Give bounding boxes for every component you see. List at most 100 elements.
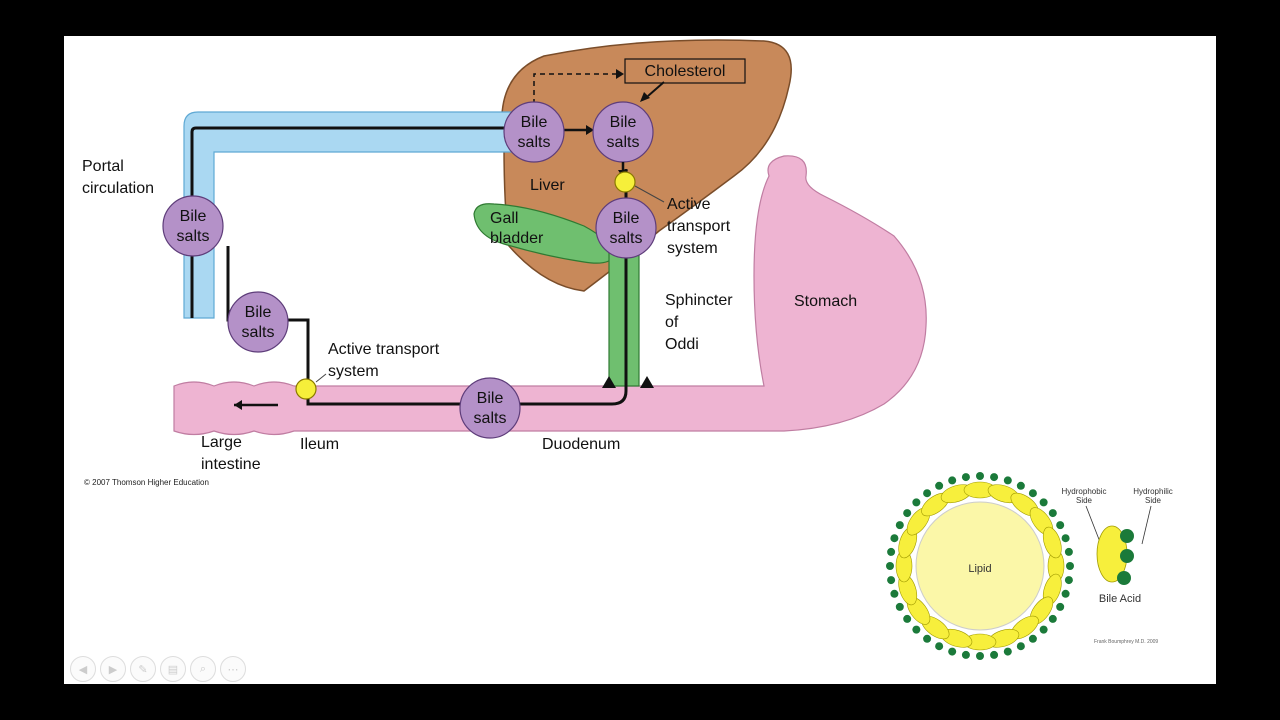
- intestine: [173, 155, 927, 436]
- slide-controls: ◀▶✎▤⌕⋯: [70, 656, 246, 682]
- portal-label-1: Portal: [82, 158, 124, 175]
- micelle-credit: Frank Boumphrey M.D. 2009: [1094, 639, 1158, 645]
- svg-text:salts: salts: [242, 324, 275, 341]
- active-top-3: system: [667, 240, 718, 257]
- micelle: [886, 472, 1074, 660]
- micelle-hydrophilic-head: [1064, 576, 1073, 585]
- micelle-hydrophilic-head: [887, 576, 896, 585]
- micelle-hydrophilic-head: [1061, 589, 1070, 598]
- micelle-hydrophilic-head: [886, 562, 894, 570]
- bile-duct: [608, 245, 640, 387]
- micelle-lipid-core: [915, 501, 1045, 631]
- cholesterol-box: [624, 58, 746, 84]
- micelle-hydrophilic-head: [912, 498, 921, 507]
- micelle-hydrophilic-head: [961, 650, 970, 659]
- micelle-hydrophilic-head: [1028, 489, 1037, 498]
- micelle-hydrophilic-head: [935, 481, 944, 490]
- bile-acid-label: Bile Acid: [1099, 593, 1141, 605]
- micelle-hydrophilic-head: [1061, 534, 1070, 543]
- micelle-hydrophilic-head: [895, 602, 904, 611]
- active-top-1: Active: [667, 196, 711, 213]
- transport-dot-ileum: [295, 378, 317, 400]
- micelle-lipid-label: Lipid: [968, 563, 991, 575]
- micelle-hydrophilic-head: [1003, 476, 1012, 485]
- micelle-bile-acid-tail: [1042, 526, 1062, 559]
- svg-text:salts: salts: [177, 228, 210, 245]
- micelle-hydrophilic-head: [912, 625, 921, 634]
- hydrophobic-label-1: Hydrophobic: [1062, 487, 1107, 496]
- duodenum-label: Duodenum: [542, 436, 620, 453]
- micelle-hydrophilic-head: [1039, 498, 1048, 507]
- micelle-hydrophilic-head: [1003, 647, 1012, 656]
- sphincter-right: [640, 376, 654, 388]
- svg-text:Bile: Bile: [610, 114, 637, 131]
- large-intestine-2: intestine: [201, 456, 261, 473]
- transport-dot-liver: [614, 171, 636, 193]
- bile-salts-gall: Bile salts: [595, 197, 657, 259]
- micelle-hydrophilic-head: [948, 647, 957, 656]
- arrow-cholesterol: [647, 81, 665, 97]
- micelle-hydrophilic-head: [976, 472, 984, 480]
- bile-salts-liver-2: Bile salts: [592, 101, 654, 163]
- svg-text:Bile: Bile: [521, 114, 548, 131]
- micelle-hydrophilic-head: [890, 589, 899, 598]
- micelle-hydrophilic-head: [887, 547, 896, 556]
- bile-salts-duodenum: Bile salts: [459, 377, 521, 439]
- sphincter-3: Oddi: [665, 336, 699, 353]
- slide-control-4[interactable]: ⌕: [190, 656, 216, 682]
- micelle-hydrophilic-head: [1048, 614, 1057, 623]
- slide-control-2[interactable]: ✎: [130, 656, 156, 682]
- sphincter-1: Sphincter: [665, 292, 733, 309]
- large-intestine-1: Large: [201, 434, 242, 451]
- hydrophobic-label-2: Side: [1076, 496, 1093, 505]
- stomach-label: Stomach: [794, 293, 857, 310]
- micelle-hydrophilic-head: [990, 473, 999, 482]
- svg-text:Bile: Bile: [477, 390, 504, 407]
- bile-salts-liver-1: Bile salts: [503, 101, 565, 163]
- svg-text:Bile: Bile: [613, 210, 640, 227]
- micelle-hydrophilic-head: [1028, 634, 1037, 643]
- micelle-hydrophilic-head: [990, 650, 999, 659]
- micelle-hydrophilic-head: [1016, 642, 1025, 651]
- slide: Cholesterol Bile salts Bile salts Bile s…: [64, 36, 1216, 684]
- gall-label-1: Gall: [490, 210, 518, 227]
- hydrophilic-label-1: Hydrophilic: [1133, 487, 1173, 496]
- micelle-hydrophilic-head: [895, 521, 904, 530]
- svg-text:salts: salts: [474, 410, 507, 427]
- micelle-hydrophilic-head: [1056, 521, 1065, 530]
- dashed-arrow: [533, 73, 618, 104]
- bile-salts-portal: Bile salts: [162, 195, 224, 257]
- slide-control-1[interactable]: ▶: [100, 656, 126, 682]
- slide-control-5[interactable]: ⋯: [220, 656, 246, 682]
- sphincter-left: [602, 376, 616, 388]
- svg-text:salts: salts: [610, 230, 643, 247]
- hydrophilic-label-2: Side: [1145, 496, 1162, 505]
- micelle-hydrophilic-head: [1039, 625, 1048, 634]
- micelle-hydrophilic-head: [961, 473, 970, 482]
- bile-flow-path: [190, 126, 504, 318]
- active-bottom-2: system: [328, 363, 379, 380]
- micelle-hydrophilic-head: [1064, 547, 1073, 556]
- svg-text:salts: salts: [518, 134, 551, 151]
- active-top-2: transport: [667, 218, 731, 235]
- micelle-hydrophilic-head: [1066, 562, 1074, 570]
- slide-control-0[interactable]: ◀: [70, 656, 96, 682]
- micelle-hydrophilic-head: [903, 509, 912, 518]
- svg-text:salts: salts: [607, 134, 640, 151]
- micelle-hydrophilic-head: [1048, 509, 1057, 518]
- copyright-text: © 2007 Thomson Higher Education: [84, 478, 209, 487]
- bile-salt-circulation-diagram: Cholesterol Bile salts Bile salts Bile s…: [82, 39, 1173, 660]
- cholesterol-label: Cholesterol: [645, 63, 726, 80]
- micelle-hydrophilic-head: [923, 634, 932, 643]
- liver-label: Liver: [530, 177, 565, 194]
- portal-label-2: circulation: [82, 180, 154, 197]
- slide-control-3[interactable]: ▤: [160, 656, 186, 682]
- svg-text:Bile: Bile: [180, 208, 207, 225]
- gall-label-2: bladder: [490, 230, 544, 247]
- micelle-hydrophilic-head: [890, 534, 899, 543]
- bile-salts-ileum: Bile salts: [227, 291, 289, 353]
- micelle-hydrophilic-head: [903, 614, 912, 623]
- micelle-hydrophilic-head: [976, 652, 984, 660]
- active-bottom-1: Active transport: [328, 341, 440, 358]
- micelle-hydrophilic-head: [923, 489, 932, 498]
